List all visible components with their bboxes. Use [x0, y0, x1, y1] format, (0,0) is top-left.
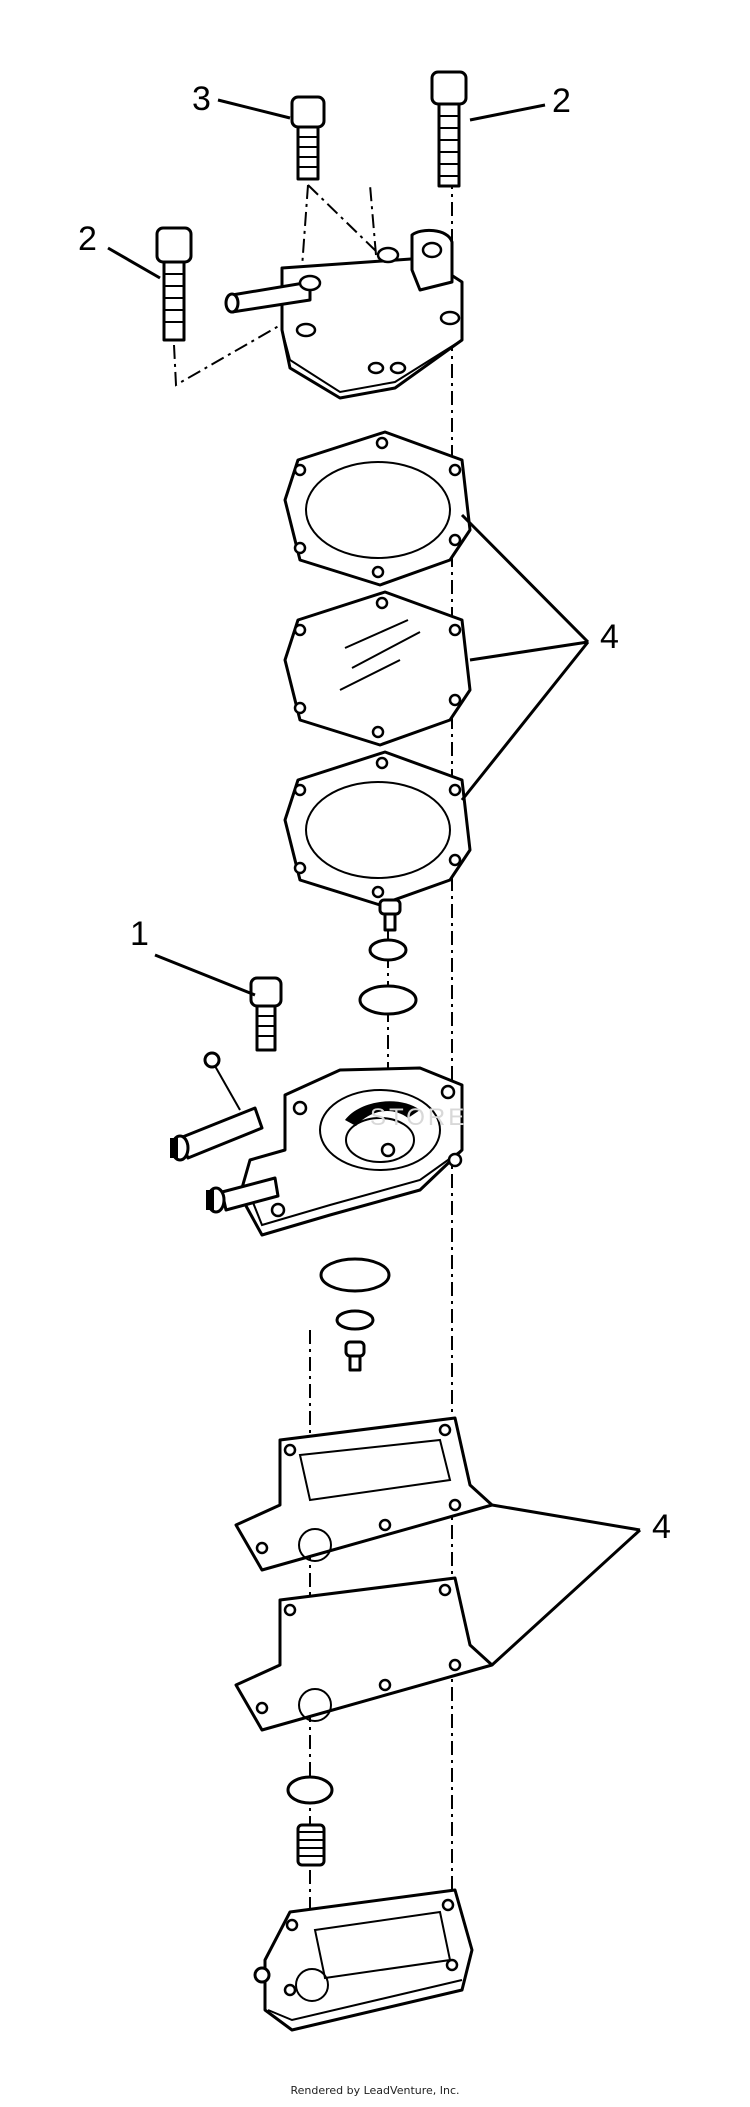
gasket-upper-3	[283, 750, 472, 907]
callout-3: 3	[192, 80, 211, 118]
callout-2-top: 2	[552, 82, 571, 120]
leader-4-upper	[460, 513, 590, 801]
leader-2-top	[469, 103, 546, 122]
gasket-lower-2	[234, 1576, 494, 1732]
gasket-upper-1	[283, 430, 472, 587]
footer-credit: Rendered by LeadVenture, Inc.	[290, 2084, 460, 2097]
gasket-upper-2	[283, 590, 472, 747]
diaphragm-disc-lower	[319, 1257, 391, 1293]
pump-cover	[224, 228, 464, 400]
small-screw-lower	[344, 1340, 366, 1372]
small-screw-upper	[378, 898, 402, 932]
washer-lower	[335, 1309, 375, 1331]
leader-4-lower	[490, 1503, 642, 1667]
diaphragm-disc-upper	[358, 984, 418, 1016]
pump-base	[253, 1888, 474, 2032]
watermark: STORE	[370, 1104, 467, 1131]
screw-2-left	[155, 226, 193, 342]
callout-1: 1	[130, 915, 149, 953]
screw-2-top	[430, 70, 468, 188]
callout-4-lower: 4	[652, 1508, 671, 1546]
valve-disc	[286, 1775, 334, 1805]
valve-spring	[296, 1823, 326, 1867]
gasket-lower-1	[234, 1416, 494, 1572]
leader-3	[217, 98, 291, 120]
screw-1	[249, 976, 283, 1052]
callout-4-upper: 4	[600, 618, 619, 656]
pump-body	[170, 1051, 464, 1237]
screw-guide-left	[173, 314, 299, 387]
leader-1	[154, 953, 256, 997]
leader-2-left	[107, 246, 161, 280]
callout-2-left: 2	[78, 220, 97, 258]
screw-3	[290, 95, 326, 181]
washer-upper	[368, 938, 408, 962]
